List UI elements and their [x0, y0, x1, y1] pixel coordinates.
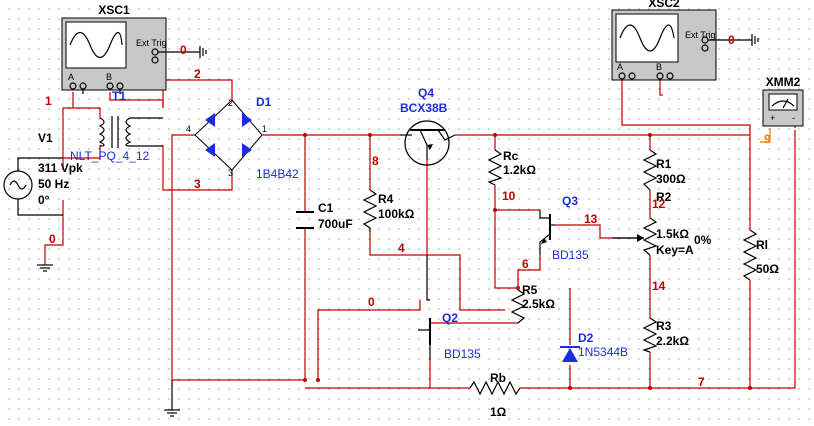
net-label-4: 4	[398, 241, 405, 255]
r3-value: 2.2kΩ	[656, 334, 689, 348]
net-label-6: 6	[522, 257, 529, 271]
resistor-rb[interactable]	[469, 380, 521, 396]
v1-freq: 50 Hz	[38, 177, 69, 191]
r2-key: Key=A	[656, 243, 694, 257]
r4-ref: R4	[378, 192, 394, 206]
r2-value: 1.5kΩ	[656, 227, 689, 241]
t1-model: NLT_PQ_4_12	[70, 149, 149, 163]
net-label-14: 14	[652, 279, 666, 293]
xsc1-b-label: B	[106, 72, 112, 82]
net-label-0-mid: 0	[368, 295, 375, 309]
ground-symbol-left	[37, 264, 53, 272]
c1-ref: C1	[318, 201, 334, 215]
r5-ref: R5	[522, 283, 538, 297]
multimeter-xmm2[interactable]	[762, 89, 804, 127]
r5-value: 2.5kΩ	[522, 297, 555, 311]
d1-pin2: 2	[228, 98, 233, 108]
xmm2-plus: +	[770, 113, 775, 123]
q4-model: BCX38B	[400, 101, 448, 115]
r1-value: 300Ω	[656, 172, 686, 186]
q3-model: BD135	[552, 248, 589, 262]
xsc1-ext-trig: Ext Trig	[136, 38, 167, 48]
rb-value: 1Ω	[490, 405, 507, 419]
resistor-rc[interactable]	[487, 149, 503, 186]
net-label-13: 13	[584, 212, 598, 226]
capacitor-c1[interactable]	[296, 211, 314, 229]
d1-pin1: 1	[262, 124, 267, 134]
q2-ref: Q2	[442, 311, 458, 325]
rl-value: 50Ω	[756, 262, 779, 276]
xsc1-a-label: A	[68, 72, 74, 82]
net-label-3: 3	[194, 177, 201, 191]
transistor-q3[interactable]	[539, 210, 555, 255]
q3-ref: Q3	[562, 194, 578, 208]
transformer-t1[interactable]	[98, 116, 163, 148]
junction-dots	[303, 133, 752, 390]
rc-value: 1.2kΩ	[503, 163, 536, 177]
net-label-10: 10	[502, 189, 516, 203]
d1-pin4: 4	[186, 124, 191, 134]
r2-ref: R2	[656, 190, 672, 204]
q4-ref: Q4	[418, 86, 434, 100]
net-label-1: 1	[45, 94, 52, 108]
xsc2-a-label: A	[617, 62, 623, 72]
potentiometer-r2[interactable]	[612, 217, 658, 256]
r1-ref: R1	[656, 157, 672, 171]
d1-pin3: 3	[228, 168, 233, 178]
resistor-r5[interactable]	[510, 289, 526, 324]
xsc2-ext-trig: Ext Trig	[685, 30, 716, 40]
xsc2-ref: XSC2	[648, 0, 680, 10]
d2-model: 1N5344B	[578, 345, 628, 359]
rl-ref: Rl	[756, 238, 768, 252]
r4-value: 100kΩ	[378, 207, 415, 221]
d1-ref: D1	[256, 95, 272, 109]
net-label-7: 7	[698, 375, 705, 389]
xsc2-b-label: B	[656, 62, 662, 72]
v1-value: 311 Vpk	[38, 161, 83, 175]
xsc1-ref: XSC1	[98, 3, 130, 17]
resistor-rl[interactable]	[742, 229, 758, 281]
v1-phase: 0°	[38, 193, 50, 207]
q2-model: BD135	[444, 347, 481, 361]
net-label-0-xsc2: 0	[728, 33, 735, 47]
transistor-q2[interactable]	[418, 255, 431, 360]
r3-ref: R3	[656, 319, 672, 333]
c1-value: 700uF	[318, 217, 353, 231]
net-label-2: 2	[194, 67, 201, 81]
oscilloscope-xsc1[interactable]	[61, 17, 207, 94]
resistor-r1[interactable]	[642, 149, 658, 191]
rc-ref: Rc	[503, 149, 519, 163]
resistor-r4[interactable]	[362, 189, 378, 232]
t1-ref: T1	[112, 89, 126, 103]
transistor-q4[interactable]	[400, 120, 456, 166]
rb-ref: Rb	[490, 371, 506, 385]
net-label-8: 8	[372, 154, 379, 168]
xmm2-ref: XMM2	[766, 75, 801, 89]
oscilloscope-xsc2[interactable]	[611, 9, 759, 81]
resistor-r3[interactable]	[642, 317, 658, 353]
r2-percent: 0%	[694, 233, 712, 247]
net-label-0-xsc1: 0	[180, 43, 187, 57]
v1-ref: V1	[38, 131, 53, 145]
net-label-0-source: 0	[49, 232, 56, 246]
d1-model: 1B4B42	[256, 167, 299, 181]
d2-ref: D2	[578, 331, 594, 345]
net-label-9: 9	[764, 132, 771, 146]
ac-source-v1[interactable]	[3, 157, 63, 216]
xmm2-minus: -	[792, 113, 795, 123]
wires	[44, 78, 796, 389]
zener-diode-d2[interactable]	[560, 346, 580, 362]
bridge-rectifier-d1[interactable]	[194, 99, 263, 171]
net-label-12: 12	[652, 197, 666, 211]
ground-symbol-bottom	[164, 380, 180, 417]
